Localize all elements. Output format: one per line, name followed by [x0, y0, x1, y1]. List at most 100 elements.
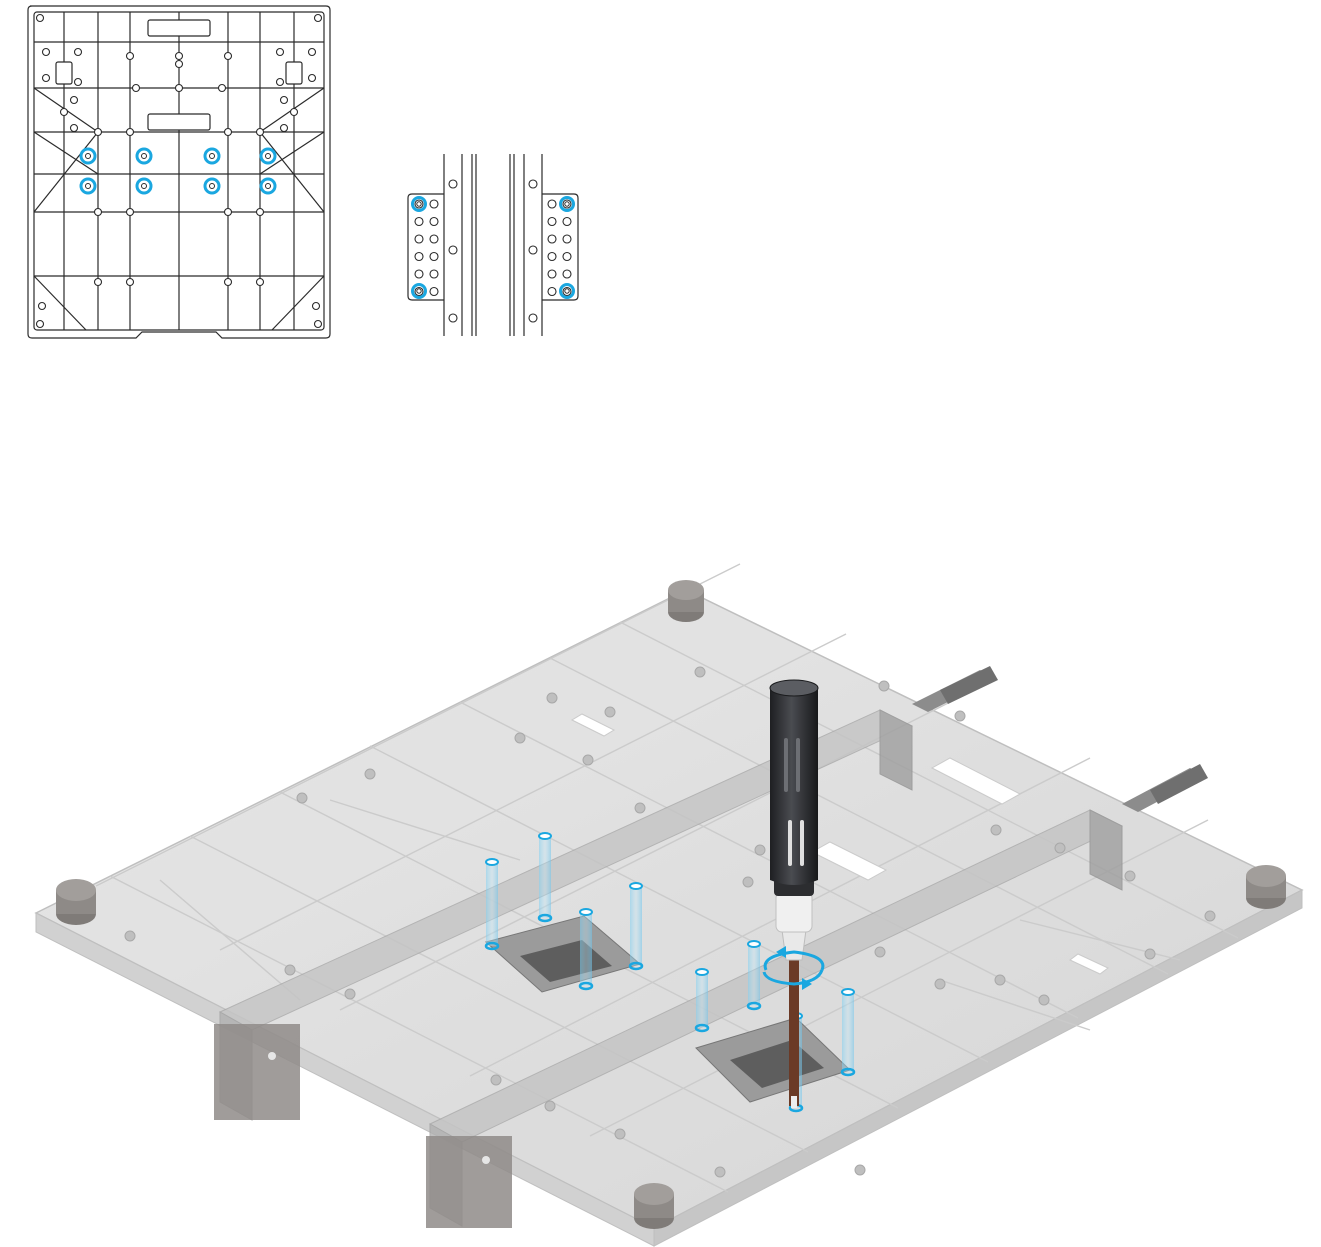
plate-hole	[73, 47, 83, 57]
plate-hole	[1144, 948, 1156, 960]
plate-hole	[289, 107, 299, 117]
screw-guide-cylinder	[578, 908, 594, 991]
screw-guide-cylinder	[537, 832, 553, 923]
plate-hole	[73, 77, 83, 87]
guide-bottom	[628, 961, 644, 971]
rail-highlighted-holes	[411, 196, 575, 299]
plate-hole	[934, 978, 946, 990]
carriage-hole	[562, 269, 572, 279]
plate-hole	[37, 301, 47, 311]
right-carriage-block	[542, 193, 579, 301]
plate-hole	[1054, 842, 1066, 854]
foot-right	[1246, 865, 1286, 909]
plate-hole	[41, 47, 51, 57]
plate-hole	[125, 207, 135, 217]
plate-hole	[35, 13, 45, 23]
carriage-hole	[429, 269, 439, 279]
plate-ribs	[33, 12, 325, 331]
plate-hole	[634, 802, 646, 814]
highlighted-mount-hole	[259, 147, 277, 165]
guide-bottom	[537, 913, 553, 923]
plate-hole	[874, 946, 886, 958]
carriage-hole	[547, 216, 557, 227]
guide-body	[486, 862, 498, 946]
plate-hole	[364, 768, 376, 780]
plate-hole	[223, 51, 233, 61]
rail-holes	[414, 179, 572, 323]
plate-hole	[990, 824, 1002, 836]
plate-hole	[296, 792, 308, 804]
plate-hole	[284, 964, 296, 976]
carriage-hole	[414, 234, 424, 244]
carriage-hole	[547, 234, 557, 244]
plate-hole	[279, 95, 289, 105]
screw-guide-cylinder	[840, 988, 856, 1077]
highlighted-hole-center	[416, 288, 422, 294]
plate-feet	[56, 580, 1286, 1229]
guide-body	[842, 992, 854, 1072]
carriage-hole	[414, 251, 424, 262]
guide-top	[747, 940, 761, 948]
plate-hole	[93, 277, 103, 287]
guide-bottom	[694, 1023, 710, 1033]
highlighted-mount-hole	[203, 147, 221, 165]
rail-connectors	[912, 666, 1208, 812]
plate-hole	[514, 732, 526, 744]
foot-left	[56, 879, 96, 925]
guide-top	[841, 988, 855, 996]
highlighted-mount-hole	[135, 177, 153, 195]
rail-hole	[528, 179, 538, 189]
plate-hole	[344, 988, 356, 1000]
plate-hole	[954, 710, 966, 722]
plate-hole	[754, 844, 766, 856]
screw-guide-cylinder	[484, 858, 500, 951]
plate-hole	[124, 930, 136, 942]
guide-top	[629, 882, 643, 890]
guide-bottom	[840, 1067, 856, 1077]
highlighted-hole-center	[416, 201, 422, 207]
plate-hole	[307, 47, 317, 57]
guide-top	[485, 858, 499, 866]
plate-hole	[1204, 910, 1216, 922]
plate-holes	[124, 666, 1216, 1178]
plate-hole	[307, 73, 317, 83]
carriage-hole	[429, 199, 439, 209]
rail-motors	[214, 1024, 512, 1228]
highlighted-rail-hole	[559, 283, 575, 299]
plate-hole	[255, 127, 265, 137]
carriage-hole	[547, 251, 557, 262]
highlighted-hole-center	[564, 288, 570, 294]
plate-hole	[544, 1100, 556, 1112]
guide-bottom	[746, 1001, 762, 1011]
plate-hole	[125, 127, 135, 137]
carriage-hole	[429, 286, 439, 297]
plate-hole	[223, 207, 233, 217]
carriage-hole	[562, 251, 572, 262]
plate-hole	[1038, 994, 1050, 1006]
highlighted-hole-center	[85, 183, 91, 189]
plate-hole	[125, 51, 135, 61]
highlighted-rail-hole	[411, 196, 427, 212]
plate-hole	[93, 207, 103, 217]
rail-hole	[448, 245, 458, 255]
guide-body	[580, 912, 592, 986]
plate-hole	[41, 73, 51, 83]
plate-hole	[174, 83, 184, 93]
plate-hole	[255, 207, 265, 217]
carriage-hole	[547, 199, 557, 209]
guide-body	[696, 972, 708, 1028]
guide-body	[748, 944, 760, 1006]
plate-slots	[55, 19, 303, 131]
highlighted-mount-hole	[79, 147, 97, 165]
highlighted-rail-hole	[411, 283, 427, 299]
plate-hole	[994, 974, 1006, 986]
guide-bottom	[578, 981, 594, 991]
guide-body	[630, 886, 642, 966]
highlighted-hole-center	[209, 153, 215, 159]
rail-hole	[448, 313, 458, 323]
highlighted-hole-center	[141, 183, 147, 189]
highlighted-hole-center	[265, 183, 271, 189]
plate-mount-holes	[35, 13, 323, 329]
plate-hole	[35, 319, 45, 329]
rotate-arrows-icon	[762, 946, 825, 990]
